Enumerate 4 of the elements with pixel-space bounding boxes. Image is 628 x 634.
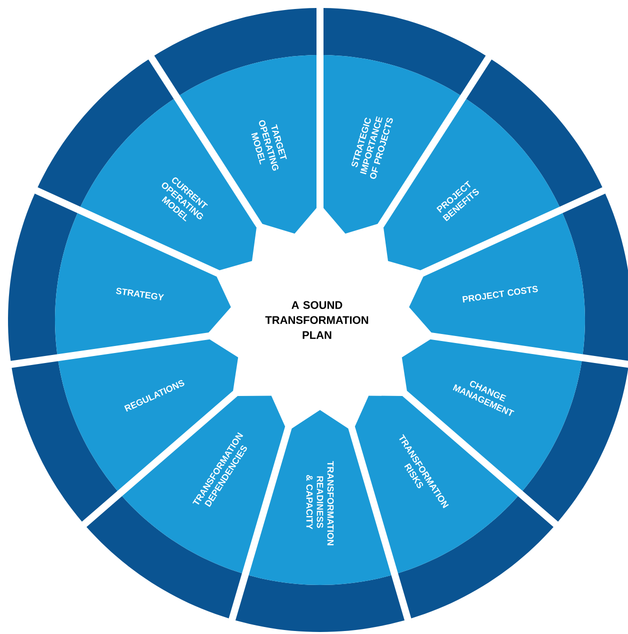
node-label: STRATEGY (116, 288, 164, 300)
center-label: A SOUND TRANSFORMATION PLAN (265, 301, 368, 339)
node-label: TRANSFORMATION READINESS & CAPACITY (306, 461, 334, 546)
node-label: PROJECT COSTS (462, 286, 538, 303)
